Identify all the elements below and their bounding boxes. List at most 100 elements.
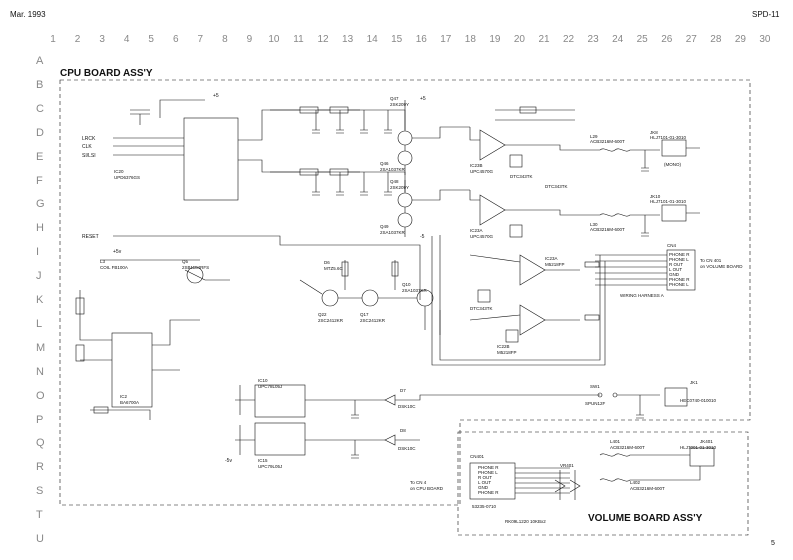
- reset-label: RESET: [82, 234, 99, 240]
- q22-part: 2SC2412KR: [318, 318, 344, 323]
- column-number: 6: [172, 34, 179, 45]
- l402-inductor: [599, 478, 660, 482]
- clk-label: CLK: [82, 144, 92, 150]
- cn401-pin-1: PHONE R: [478, 465, 499, 470]
- row-letter: P: [36, 413, 44, 426]
- row-letter: B: [36, 78, 44, 91]
- q10-part: 2SA1037KR: [402, 288, 428, 293]
- ic23b-part: UPC4570G: [470, 169, 494, 174]
- row-letter: H: [36, 222, 44, 235]
- diodes: [384, 394, 396, 446]
- q46-part: 2SA1037KR: [380, 167, 406, 172]
- row-letter: M: [36, 341, 46, 354]
- column-number: 21: [538, 34, 550, 45]
- column-number: 4: [123, 34, 130, 45]
- jk10-ref: JK10: [650, 194, 661, 199]
- q48-ref: Q48: [390, 179, 399, 184]
- ic22b-ref: IC22B: [497, 344, 510, 349]
- l30-part: ACB3216M-600T: [590, 227, 625, 232]
- column-number: 17: [440, 34, 452, 45]
- q47-transistor: [397, 130, 413, 146]
- column-number: 26: [661, 34, 673, 45]
- row-letter: G: [36, 198, 45, 211]
- cn401-pin-6: PHONE R: [478, 490, 499, 495]
- row-letter: R: [36, 461, 44, 474]
- sw1-part: SPUN12F: [585, 401, 606, 406]
- column-number: 16: [415, 34, 427, 45]
- header-model: SPD-11: [752, 10, 780, 19]
- dtc-transistor-3: [477, 289, 491, 303]
- ic23a2-part: UPC4570G: [470, 234, 494, 239]
- row-letter: K: [36, 294, 44, 306]
- ic23b-ref: IC23B: [470, 163, 483, 168]
- v-plus-5-label: +5: [213, 93, 219, 99]
- ic20-part: UPD6376GS: [114, 175, 140, 180]
- column-number: 19: [489, 34, 501, 45]
- v-minus-5v-label: -5v: [225, 458, 232, 464]
- cn401-note-2: on CPU BOARD: [410, 486, 444, 491]
- column-number: 10: [268, 34, 280, 45]
- cn401-pin-3: R OUT: [478, 475, 492, 480]
- jk10-jack: [661, 204, 687, 222]
- column-number: 28: [710, 34, 722, 45]
- column-number: 29: [734, 34, 746, 45]
- l3-ref: L3: [100, 259, 106, 264]
- dtc-label-3: DTC343TK: [470, 306, 493, 311]
- ic23a-opamp: [479, 194, 506, 226]
- d8-ref: D8: [400, 428, 406, 433]
- row-letter: E: [36, 150, 44, 163]
- column-number: 22: [562, 34, 575, 45]
- ic22a-opamp: [519, 254, 546, 286]
- column-number: 23: [587, 34, 599, 45]
- cn4-note-2: on VOLUME BOARD: [700, 264, 743, 269]
- ic23b-opamp: [479, 129, 506, 161]
- row-letter: D: [36, 126, 44, 139]
- ic15-regulator: [254, 422, 306, 456]
- ic22b-part: M5218FP: [497, 350, 517, 355]
- cn401-pin-5: GND: [478, 485, 489, 490]
- jk1-jack: [664, 387, 688, 407]
- ic2-chip: [111, 332, 153, 408]
- header-date: Mar. 1993: [10, 10, 46, 19]
- row-letter: T: [36, 509, 43, 522]
- d6-part: MTZ5.6C: [324, 266, 344, 271]
- cn401-pin-4: L OUT: [478, 480, 491, 485]
- column-number: 18: [464, 34, 476, 45]
- column-number: 25: [636, 34, 648, 45]
- row-letter: I: [36, 246, 40, 259]
- cpu-board-title: CPU BOARD ASS'Y: [60, 68, 153, 79]
- column-number: 13: [342, 34, 354, 45]
- column-number: 15: [391, 34, 403, 45]
- cn401-part: 53235-0710: [472, 504, 497, 509]
- vr401-part: RK09L1220 10KBx2: [505, 519, 546, 524]
- ic10-ref: IC10: [258, 378, 268, 383]
- q22-transistor: [321, 289, 339, 307]
- v-minus-5-label: -5: [420, 234, 425, 240]
- l29-ref: L29: [590, 134, 598, 139]
- column-number: 2: [74, 34, 81, 45]
- q48-transistor: [397, 192, 413, 208]
- row-letter: O: [36, 389, 45, 402]
- column-number: 14: [366, 34, 378, 45]
- column-number: 11: [293, 34, 304, 45]
- l3-part: COIL FB100A: [100, 265, 128, 270]
- d7-part: DSK10C: [398, 404, 416, 409]
- cn401-note-1: To CN 4: [410, 480, 427, 485]
- q49-ref: Q49: [380, 224, 389, 229]
- ic23a-ref: IC23A: [545, 256, 558, 261]
- cn4-pin-5: GND: [669, 272, 680, 277]
- row-letter: A: [36, 55, 44, 67]
- ic10-regulator: [254, 384, 306, 418]
- q46-transistor: [397, 150, 413, 166]
- jk401-ref: JK401: [700, 439, 713, 444]
- cn4-note-1: To CN 401: [700, 258, 722, 263]
- column-number: 12: [317, 34, 329, 45]
- q22-ref: Q22: [318, 312, 327, 317]
- jk10-part: HLJ7101-01-3010: [650, 199, 687, 204]
- row-letter: J: [36, 270, 42, 283]
- cn4-ref: CN4: [667, 243, 676, 248]
- jk8-part: HLJ7101-01-3010: [650, 135, 687, 140]
- sw1-switch: [597, 392, 603, 398]
- v-plus-5v-label: +5v: [113, 249, 122, 255]
